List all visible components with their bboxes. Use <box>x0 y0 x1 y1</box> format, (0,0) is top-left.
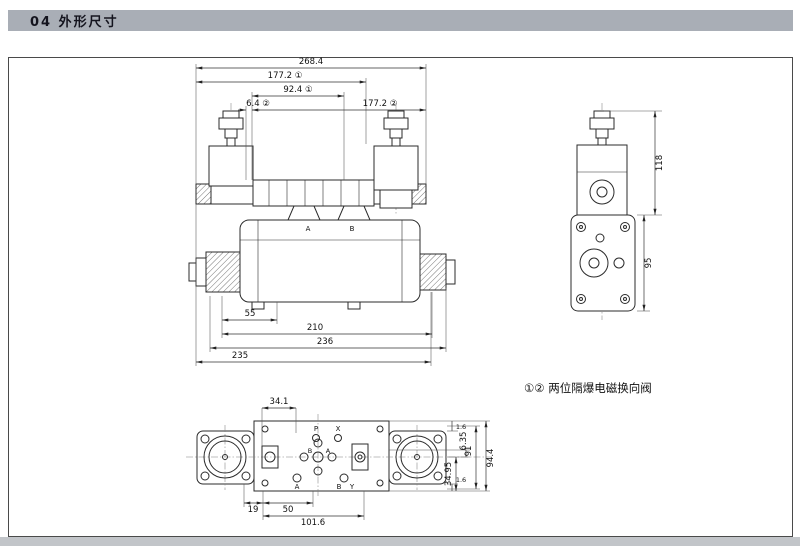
dimension-label-1-6-top: 1.6 <box>456 423 466 431</box>
top-view-drawing: 34.1 1.6 1.6 6.35 34.95 91 94.4 19 50 10… <box>186 397 496 528</box>
dimension-label-95: 95 <box>644 258 654 269</box>
front-view-dimensions <box>195 64 447 366</box>
port-label-y-top: Y <box>349 483 355 491</box>
dimension-label-268-4: 268.4 <box>299 57 323 67</box>
port-label-b-front: B <box>350 225 355 233</box>
dimension-label-55: 55 <box>245 309 256 319</box>
page-title: 04 外形尺寸 <box>30 15 119 30</box>
dimension-label-6-4: 6.4 ② <box>246 99 270 109</box>
dimension-label-235: 235 <box>232 351 248 361</box>
dimension-label-6-35: 6.35 <box>459 432 469 451</box>
port-label-b-top: B <box>337 483 342 491</box>
top-view-dimensions <box>243 406 490 520</box>
port-connector-left <box>188 251 241 293</box>
content-frame <box>8 57 793 537</box>
dimension-label-1-6-bottom: 1.6 <box>456 476 466 484</box>
front-view-geometry <box>188 103 456 310</box>
side-view-geometry <box>570 103 636 320</box>
dimension-label-34-1: 34.1 <box>270 397 289 407</box>
dimension-label-118: 118 <box>655 155 665 171</box>
side-view-dimensions <box>604 110 662 312</box>
front-view-drawing: 268.4 177.2 ① 92.4 ① 6.4 ② 177.2 ② 55 21… <box>188 57 456 366</box>
dimension-label-101-6: 101.6 <box>301 518 325 528</box>
port-label-p-top: P <box>314 425 318 433</box>
page-footer-strip <box>0 537 800 546</box>
port-label-a-top: A <box>295 483 300 491</box>
note-text: ①② 两位隔爆电磁换向阀 <box>524 381 652 395</box>
dimension-label-19: 19 <box>248 505 259 515</box>
dimension-label-177-2-1: 177.2 ① <box>268 71 303 81</box>
solenoid-left <box>208 110 254 187</box>
dimension-label-50: 50 <box>283 505 294 515</box>
header-bar: 04 外形尺寸 <box>8 10 793 31</box>
dimension-label-34-95: 34.95 <box>444 462 454 486</box>
dimension-label-236: 236 <box>317 337 333 347</box>
center-port-label-b: B <box>308 447 312 455</box>
top-view-geometry <box>186 414 492 498</box>
dimension-label-177-2-2: 177.2 ② <box>363 99 398 109</box>
port-label-x-top: X <box>336 425 341 433</box>
side-view-drawing: 118 95 <box>570 103 665 320</box>
center-port-label-a: A <box>326 447 331 455</box>
valve-main-body <box>239 205 421 310</box>
dimension-label-210: 210 <box>307 323 323 333</box>
port-label-a-front: A <box>306 225 311 233</box>
port-connector-right <box>419 253 456 291</box>
solenoid-right <box>373 110 419 209</box>
dimension-label-94-4: 94.4 <box>486 449 496 468</box>
dimension-label-91: 91 <box>464 446 474 457</box>
dimension-label-92-4: 92.4 ① <box>283 85 312 95</box>
